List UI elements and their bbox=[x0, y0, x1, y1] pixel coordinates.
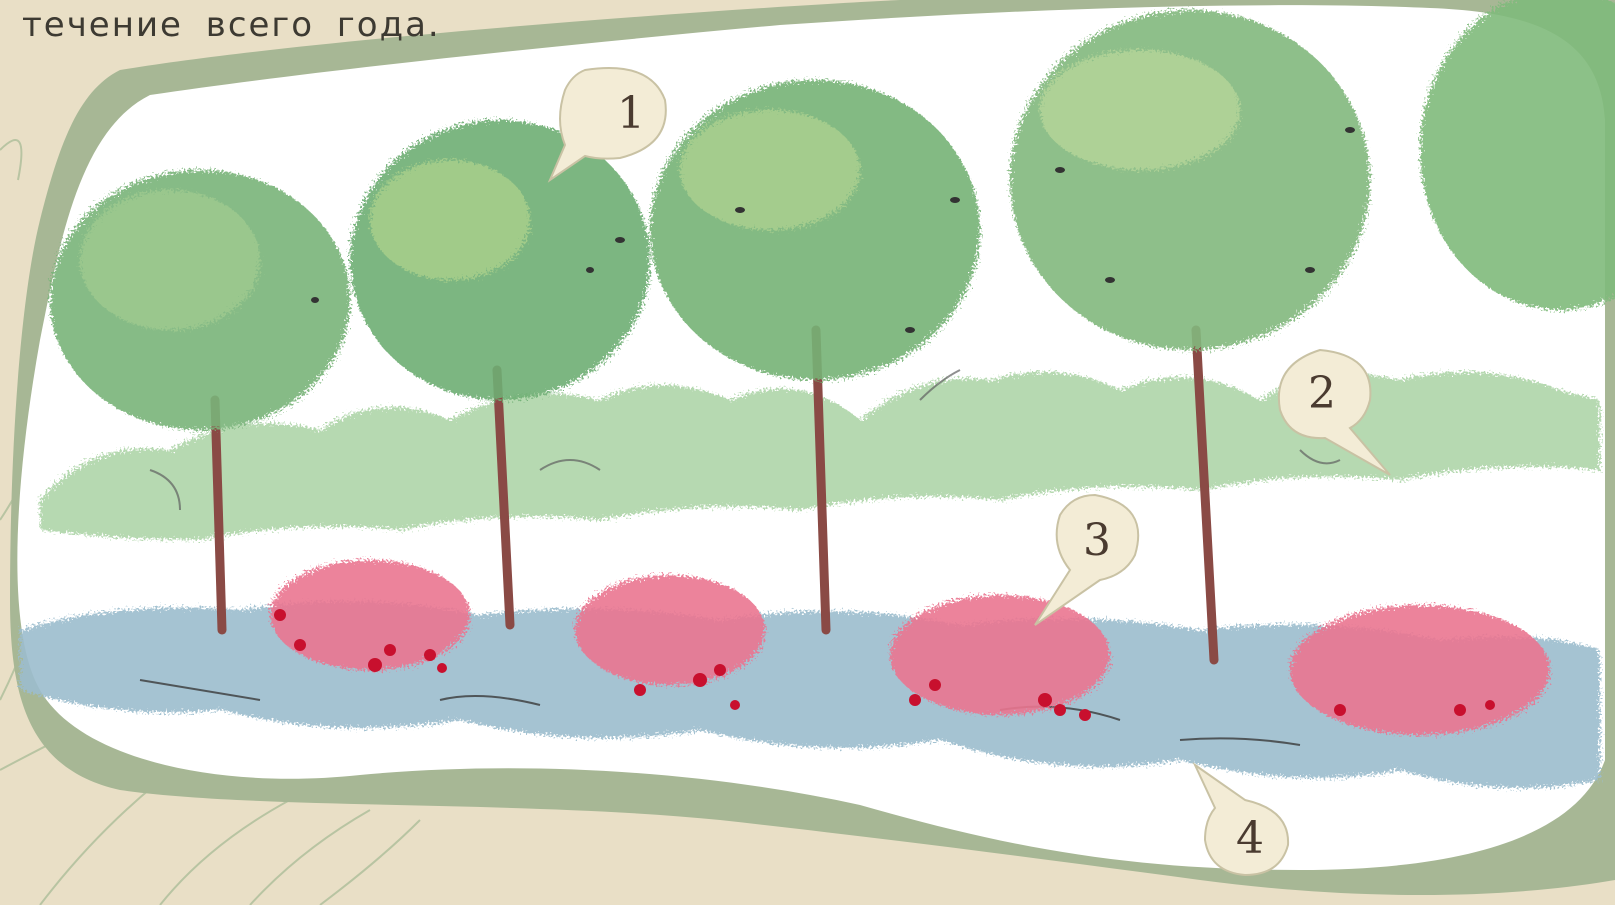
callout-1-number: 1 bbox=[617, 88, 645, 139]
intro-text: течение всего года. bbox=[22, 8, 441, 42]
callout-2-number: 2 bbox=[1308, 368, 1336, 419]
callout-3-number: 3 bbox=[1083, 515, 1111, 566]
callout-4-number: 4 bbox=[1236, 813, 1264, 864]
